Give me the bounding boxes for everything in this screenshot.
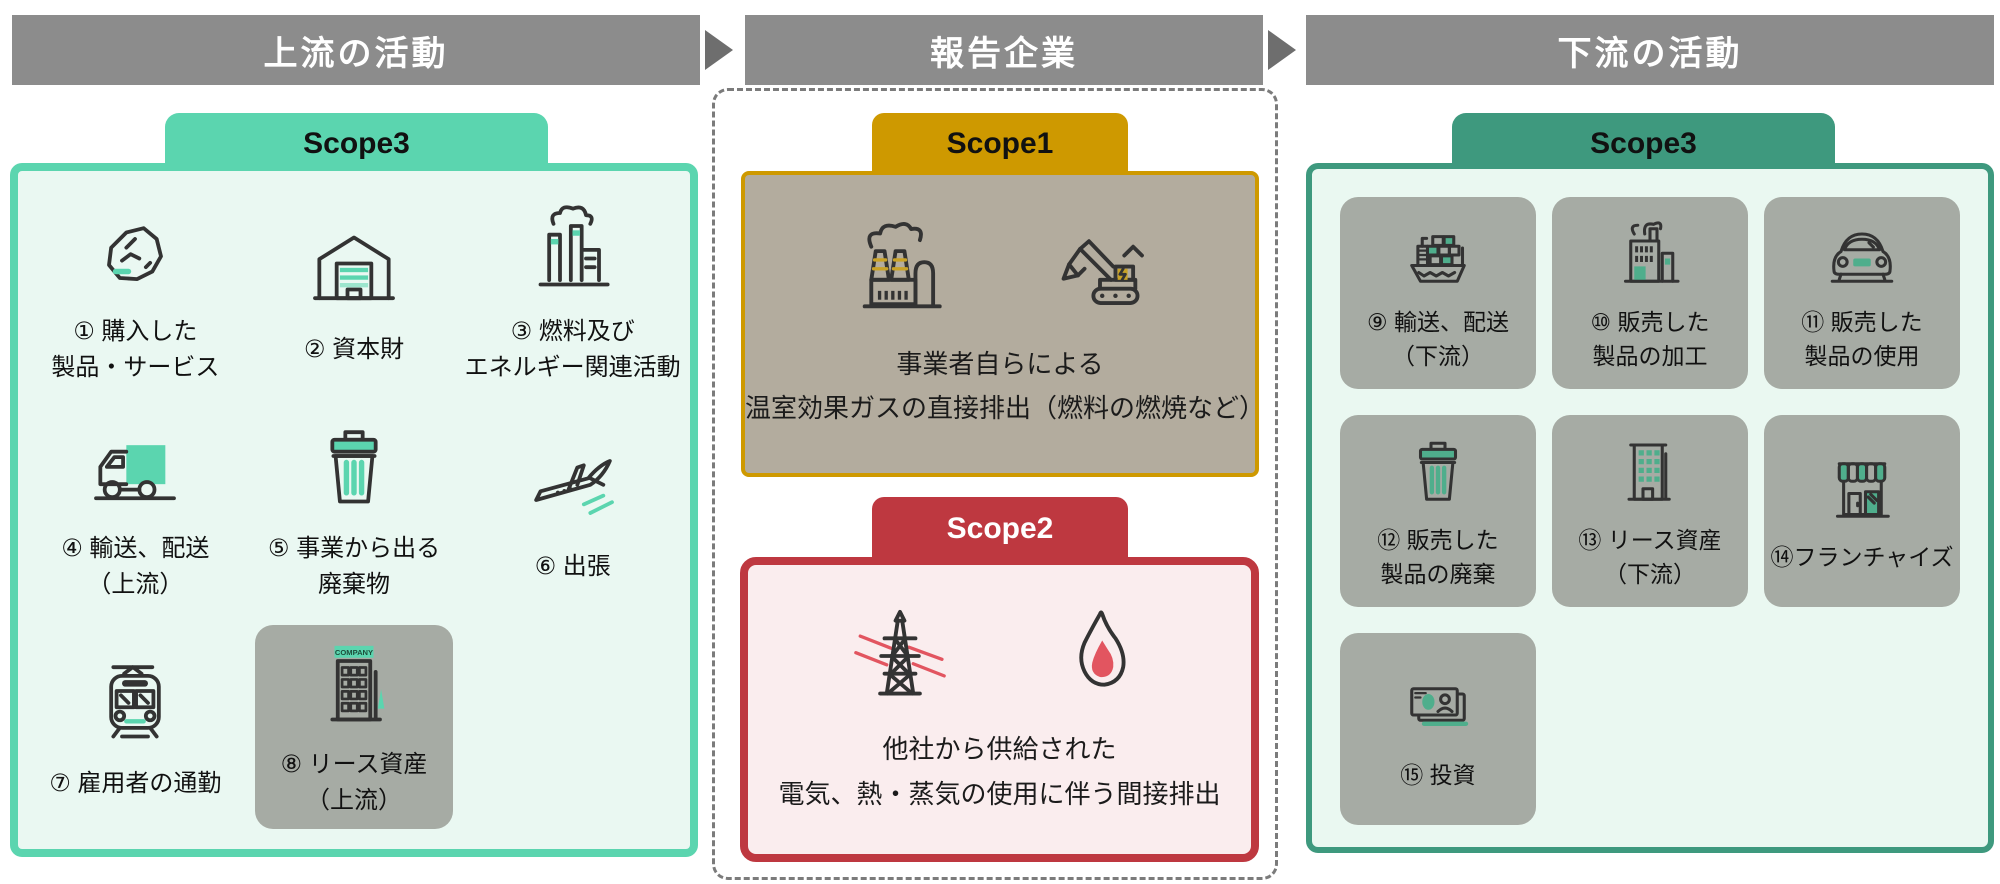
car-icon xyxy=(1813,213,1911,297)
item-label: ⑥ 出張 xyxy=(534,552,611,580)
scope1-box: 事業者自らによる 温室効果ガスの直接排出（燃料の燃焼など） xyxy=(741,171,1266,477)
scope3-item: ⑥ 出張 xyxy=(515,435,631,585)
item-label: ⑬ リース資産（下流） xyxy=(1578,526,1722,588)
scope3-item: ⑭フランチャイズ xyxy=(1764,415,1960,607)
train-icon xyxy=(77,652,193,756)
scope3-item: ⑦ 雇用者の通勤 xyxy=(49,652,221,802)
trash-icon xyxy=(296,417,412,521)
scope1-line-1: 事業者自らによる xyxy=(896,348,1104,379)
rock-icon xyxy=(77,200,193,304)
upstream-header: 上流の活動 xyxy=(12,15,700,85)
item-label: ③ 燃料及びエネルギー関連活動 xyxy=(464,318,681,382)
factory-icon xyxy=(515,200,631,304)
item-label: ⑩ 販売した製品の加工 xyxy=(1590,308,1710,370)
scope2-description: 他社から供給された 電気、熱・蒸気の使用に伴う間接排出 xyxy=(778,727,1220,815)
item-label: ⑨ 輸送、配送（下流） xyxy=(1366,308,1509,370)
item-label: ⑫ 販売した製品の廃棄 xyxy=(1377,526,1499,588)
downstream-panel: ⑨ 輸送、配送（下流） ⑩ 販売した製品の加工 ⑪ 販売した製品の使用 ⑫ 販売… xyxy=(1306,163,1994,853)
item-label: ⑭フランチャイズ xyxy=(1770,543,1954,570)
scope2-tab: Scope2 xyxy=(872,497,1128,561)
scope3-item: COMPANY ⑧ リース資産（上流） xyxy=(254,624,453,829)
scope1-icon-row xyxy=(840,218,1160,324)
arrow-right-icon xyxy=(1268,30,1296,70)
scope2-icon-row xyxy=(840,603,1160,709)
excavator-icon xyxy=(1040,218,1160,324)
scope3-item: ⑪ 販売した製品の使用 xyxy=(1764,197,1960,389)
truck-icon xyxy=(77,417,193,521)
power-tower-icon xyxy=(840,603,960,709)
scope3-item: ⑩ 販売した製品の加工 xyxy=(1552,197,1748,389)
flame-icon xyxy=(1040,603,1160,709)
item-label: ⑤ 事業から出る廃棄物 xyxy=(267,534,441,598)
scope1-description: 事業者自らによる 温室効果ガスの直接排出（燃料の燃焼など） xyxy=(745,342,1266,430)
office-building-icon: COMPANY xyxy=(296,635,412,739)
scope1-line-2: 温室効果ガスの直接排出（燃料の燃焼など） xyxy=(745,393,1266,423)
company-boundary xyxy=(712,88,1278,880)
scope2-box: 他社から供給された 電気、熱・蒸気の使用に伴う間接排出 xyxy=(740,557,1259,862)
scope3-item: ⑬ リース資産（下流） xyxy=(1552,415,1748,607)
item-label: ④ 輸送、配送（上流） xyxy=(61,534,210,598)
airplane-icon xyxy=(515,435,631,539)
scope3-item: ② 資本財 xyxy=(296,218,412,368)
scope3-item: ⑮ 投資 xyxy=(1340,633,1536,825)
scope3-item: ④ 輸送、配送（上流） xyxy=(61,417,209,603)
scope3-item: ⑫ 販売した製品の廃棄 xyxy=(1340,415,1536,607)
money-icon xyxy=(1389,666,1487,750)
item-label: ② 資本財 xyxy=(303,336,405,364)
item-label: ⑪ 販売した製品の使用 xyxy=(1801,308,1923,370)
scope2-line-1: 他社から供給された xyxy=(882,734,1117,765)
scope3-item: ⑤ 事業から出る廃棄物 xyxy=(268,417,440,603)
warehouse-icon xyxy=(296,218,412,322)
item-label: ⑮ 投資 xyxy=(1400,761,1476,788)
scope1-tab: Scope1 xyxy=(872,113,1128,175)
downstream-items-grid: ⑨ 輸送、配送（下流） ⑩ 販売した製品の加工 ⑪ 販売した製品の使用 ⑫ 販売… xyxy=(1312,169,1988,847)
downstream-header: 下流の活動 xyxy=(1306,15,1994,85)
upstream-panel: ① 購入した製品・サービス ② 資本財 ③ 燃料及びエネルギー関連活動 ④ 輸送… xyxy=(10,163,698,857)
factory-smoke-icon xyxy=(840,218,960,324)
upstream-items-grid: ① 購入した製品・サービス ② 資本財 ③ 燃料及びエネルギー関連活動 ④ 輸送… xyxy=(18,171,690,849)
company-header: 報告企業 xyxy=(745,15,1263,85)
item-label: ⑧ リース資産（上流） xyxy=(280,750,428,814)
storefront-icon xyxy=(1813,448,1911,532)
arrow-right-icon xyxy=(705,30,733,70)
factory-processing-icon xyxy=(1601,213,1699,297)
scope3-item: ③ 燃料及びエネルギー関連活動 xyxy=(465,200,681,386)
ship-icon xyxy=(1389,213,1487,297)
trash-icon xyxy=(1389,431,1487,515)
scope3-item: ① 購入した製品・サービス xyxy=(51,200,219,386)
scope2-line-2: 電気、熱・蒸気の使用に伴う間接排出 xyxy=(778,778,1221,809)
scope3-item: ⑨ 輸送、配送（下流） xyxy=(1340,197,1536,389)
item-label: ⑦ 雇用者の通勤 xyxy=(49,769,222,797)
building-icon xyxy=(1601,431,1699,515)
item-label: ① 購入した製品・サービス xyxy=(51,318,220,382)
svg-text:COMPANY: COMPANY xyxy=(335,648,373,657)
